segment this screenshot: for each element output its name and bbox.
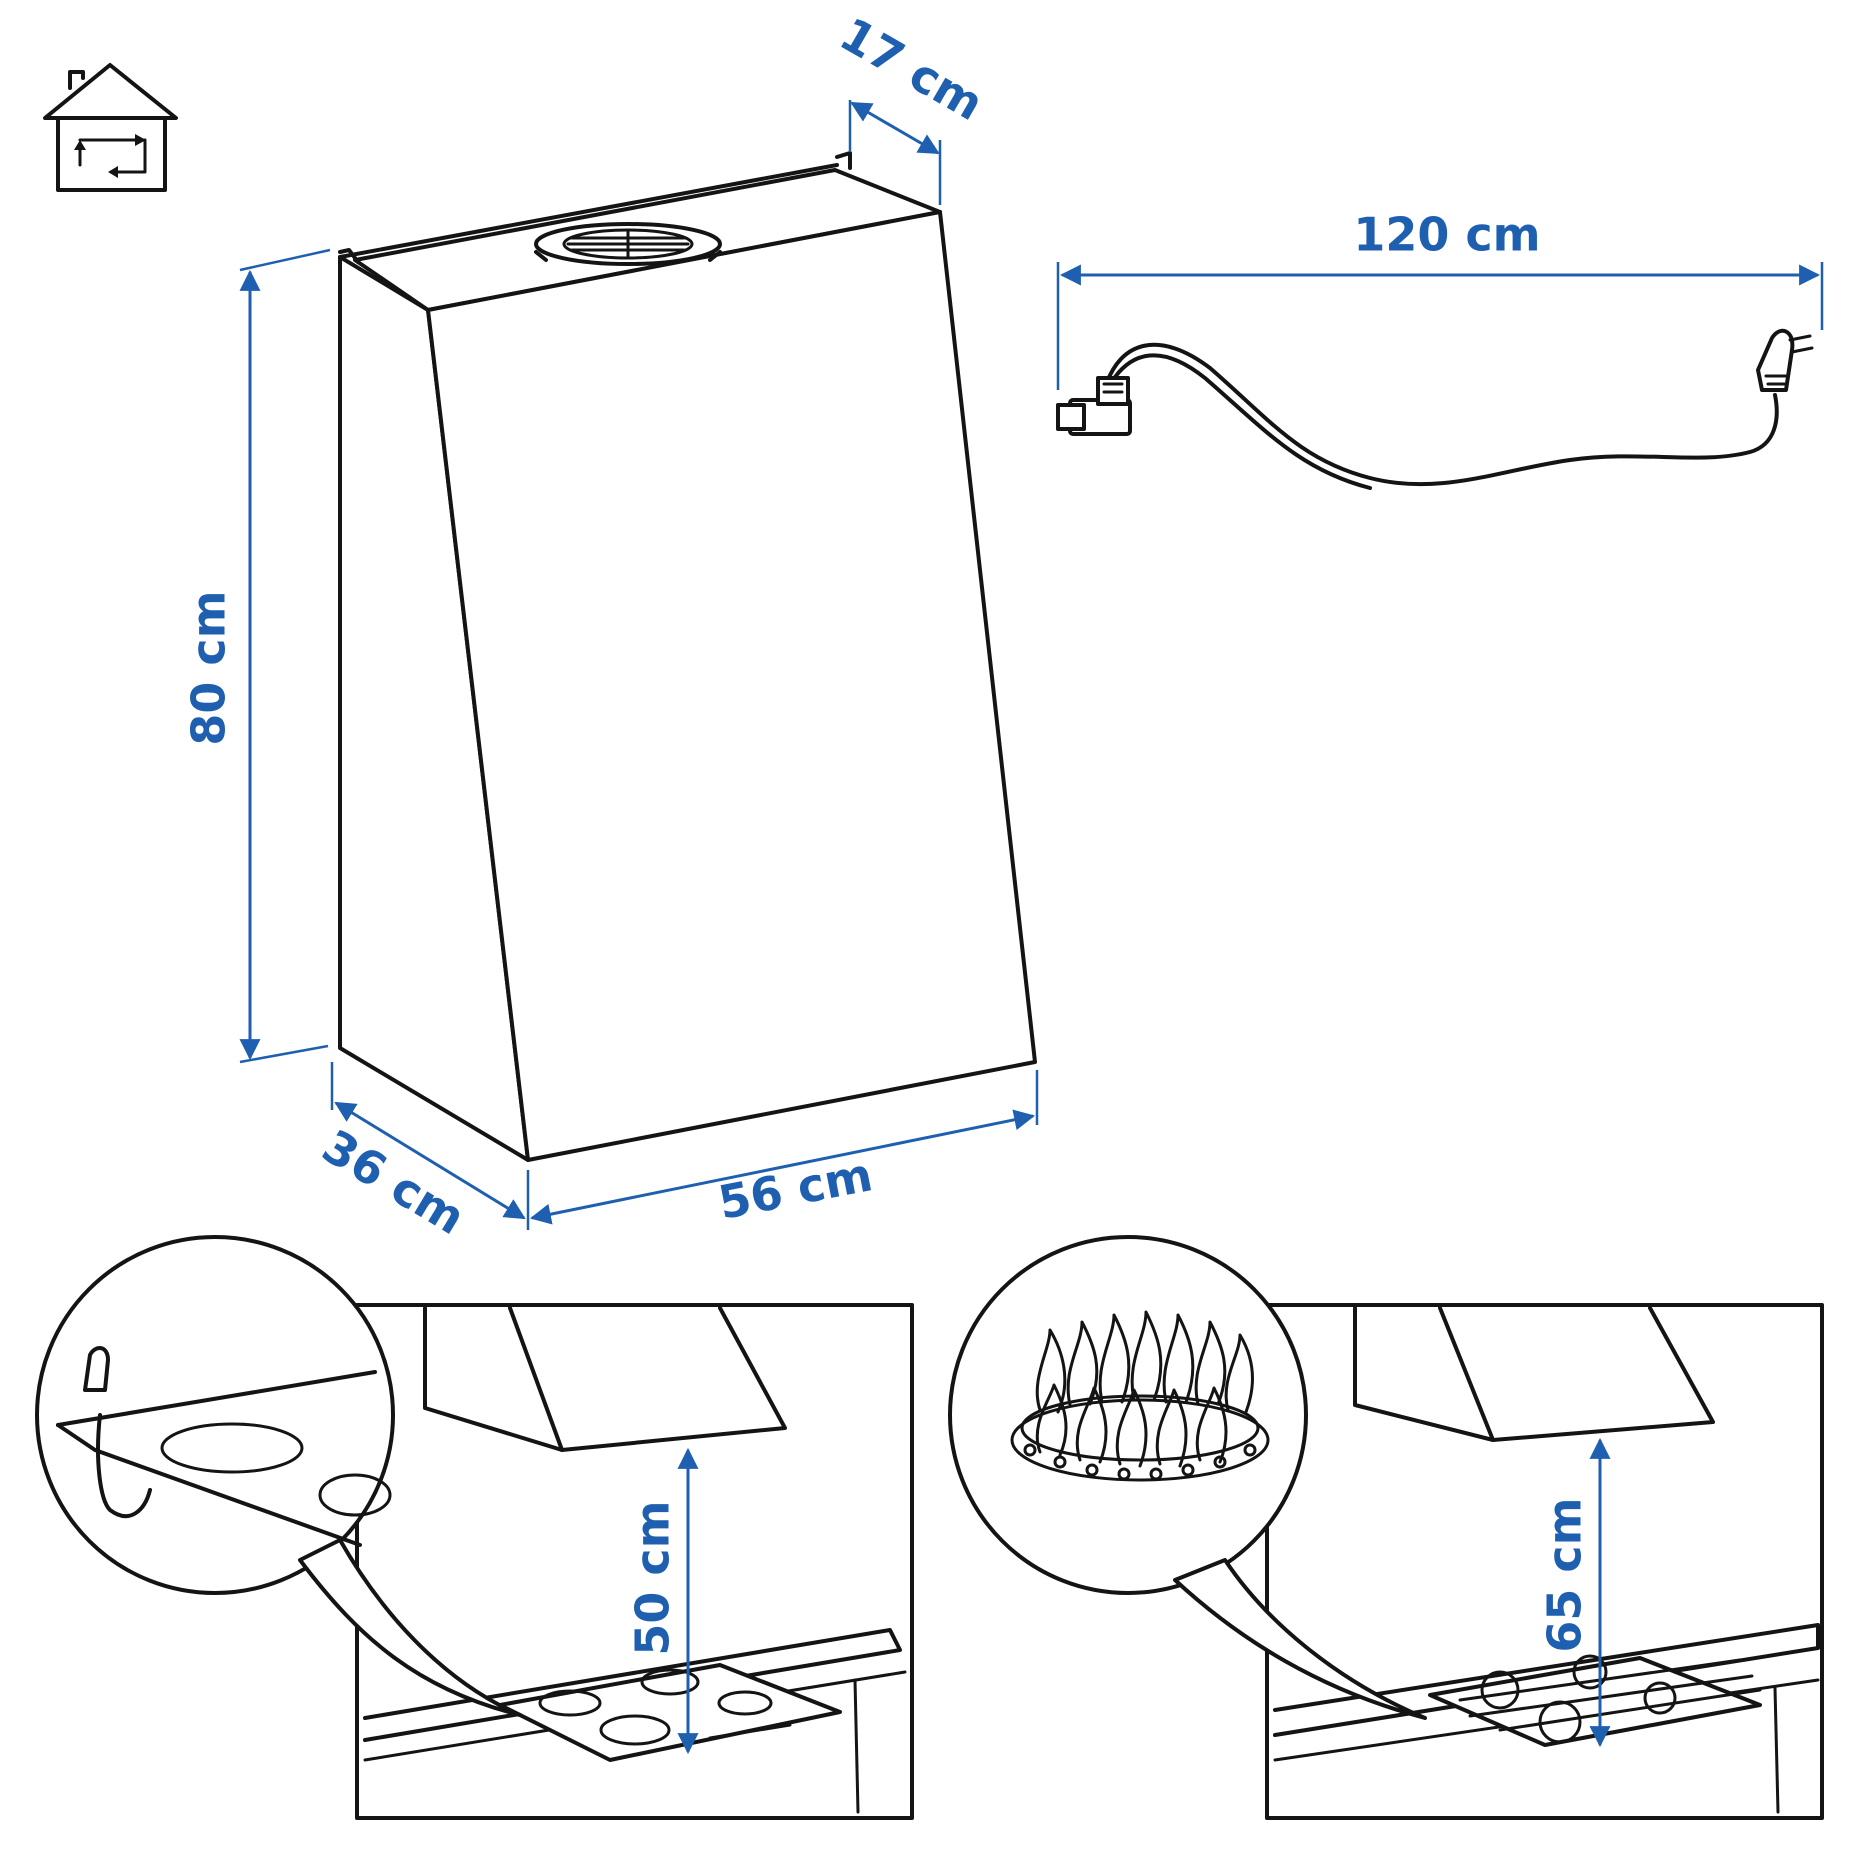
min-height-electric-label: 50 cm bbox=[626, 1500, 680, 1655]
appliance-connector-icon bbox=[1056, 376, 1132, 436]
electric-hob-installation: 50 cm bbox=[35, 1235, 914, 1820]
zoom-bubble-plug bbox=[35, 1235, 522, 1717]
min-height-gas-label: 65 cm bbox=[1538, 1497, 1592, 1652]
electric-hob-icon bbox=[498, 1663, 842, 1762]
cooker-hood bbox=[338, 151, 1037, 1162]
width-label: 56 cm bbox=[714, 1147, 877, 1230]
cable-length-label: 120 cm bbox=[1353, 208, 1540, 262]
dimension-width: 56 cm bbox=[529, 1070, 1039, 1230]
depth-top-label: 17 cm bbox=[831, 7, 992, 131]
height-label: 80 cm bbox=[182, 590, 236, 745]
vent-grille bbox=[534, 222, 722, 266]
dimension-height: 80 cm bbox=[182, 248, 331, 1064]
power-cable bbox=[1056, 328, 1814, 490]
house-recirculation-icon bbox=[43, 63, 178, 192]
zoom-bubble-gas-burner bbox=[948, 1235, 1427, 1720]
gas-hob-icon bbox=[1428, 1654, 1762, 1747]
dimension-cable-length: 120 cm bbox=[1056, 208, 1824, 390]
gas-burner-flame-icon bbox=[1010, 1310, 1270, 1482]
power-plug-icon bbox=[1756, 328, 1814, 392]
gas-hob-installation: 65 cm bbox=[948, 1235, 1824, 1820]
dimension-depth-top: 17 cm bbox=[831, 7, 992, 205]
